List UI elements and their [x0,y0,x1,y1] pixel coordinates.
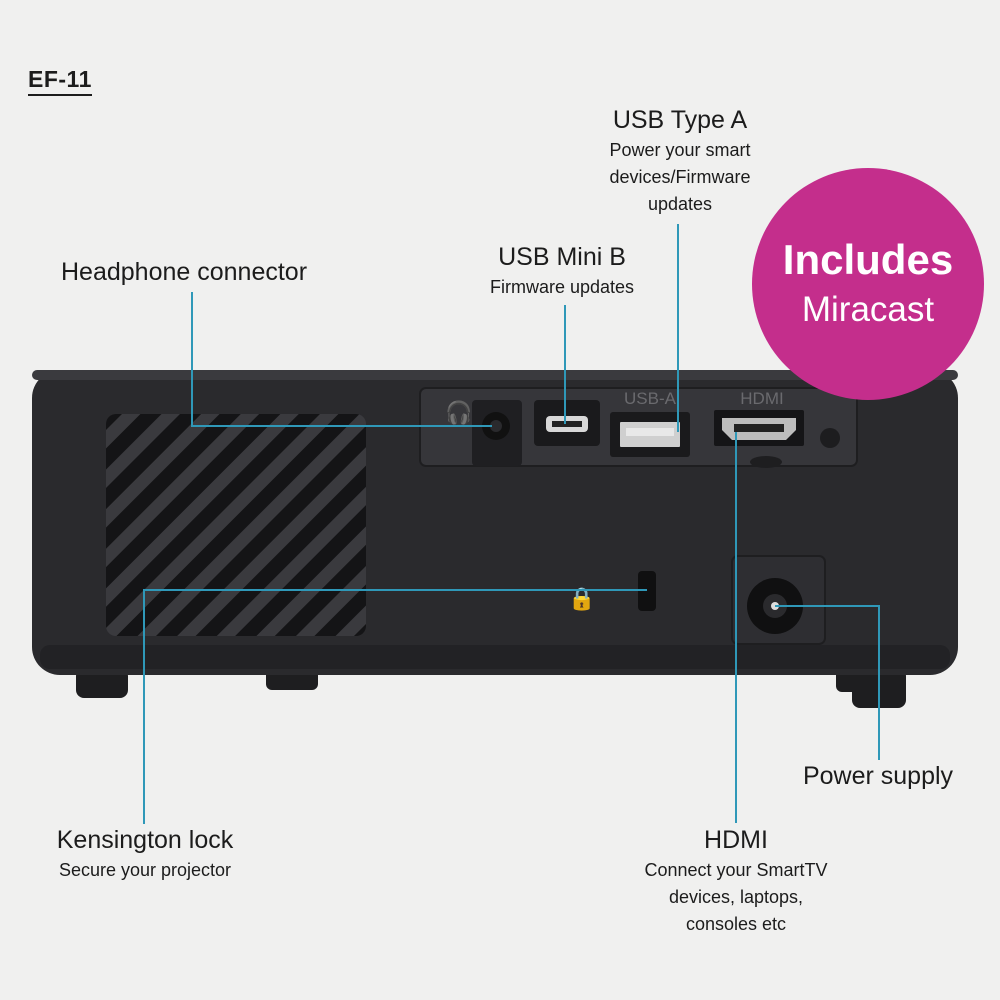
callout-title: USB Type A [612,106,748,134]
model-label: EF-11 [28,66,92,96]
callout-desc-line: updates [647,194,713,214]
callout-desc-line: Power your smart [609,140,751,160]
leader-power [775,605,880,760]
callout-desc-line: Connect your SmartTV [644,860,828,880]
headphone-glyph: 🎧 [445,400,472,426]
callout-desc-line: consoles etc [685,914,787,934]
callout-power: Power supply [778,762,978,791]
callout-desc-line: Secure your projector [58,860,232,880]
callout-title: Power supply [802,762,954,790]
miracast-badge: Includes Miracast [752,168,984,400]
callout-title: Headphone connector [61,258,308,286]
projector-top-highlight [32,370,958,380]
leader-kensington [143,589,647,824]
badge-line1: Includes [782,236,954,283]
kensington-lock-icon: 🔒 [568,587,595,612]
projector-bottom-band [40,645,950,669]
callout-headphone: Headphone connector [61,258,307,287]
callout-kensington: Kensington lock Secure your projector [30,826,260,884]
callout-desc-line: devices, laptops, [668,887,804,907]
callout-desc-line: devices/Firmware [609,167,751,187]
hdmi-device-label: HDMI [740,389,783,408]
callout-title: USB Mini B [498,243,626,271]
foot-left [76,668,128,698]
callout-desc-line: Firmware updates [489,277,635,297]
callout-usb-type-a: USB Type A Power your smart devices/Firm… [580,106,780,218]
vent-grill [106,414,366,636]
callout-title: Kensington lock [56,826,234,854]
badge-line2: Miracast [801,290,935,329]
callout-title: HDMI [704,826,768,854]
usb-a-device-label: USB-A [624,389,677,408]
leader-headphone [191,292,492,427]
status-led [820,428,840,448]
leader-lines [143,224,880,824]
callout-usb-mini-b: USB Mini B Firmware updates [462,243,662,301]
callout-hdmi: HDMI Connect your SmartTV devices, lapto… [626,826,846,938]
